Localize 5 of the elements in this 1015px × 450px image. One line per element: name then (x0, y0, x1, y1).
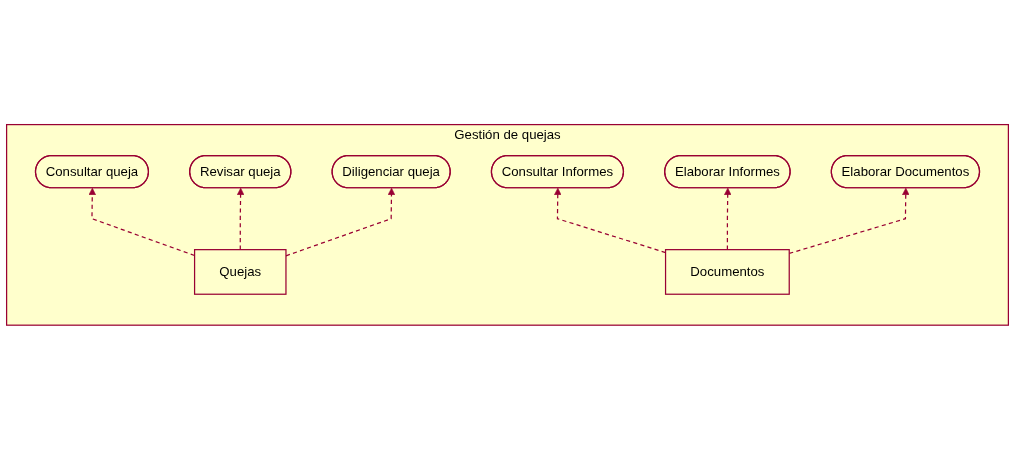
arrow (285, 187, 396, 257)
node-box: Quejas (193, 249, 287, 295)
node-box: Documentos (664, 249, 790, 295)
arrow (236, 187, 245, 251)
arrow (724, 187, 732, 251)
